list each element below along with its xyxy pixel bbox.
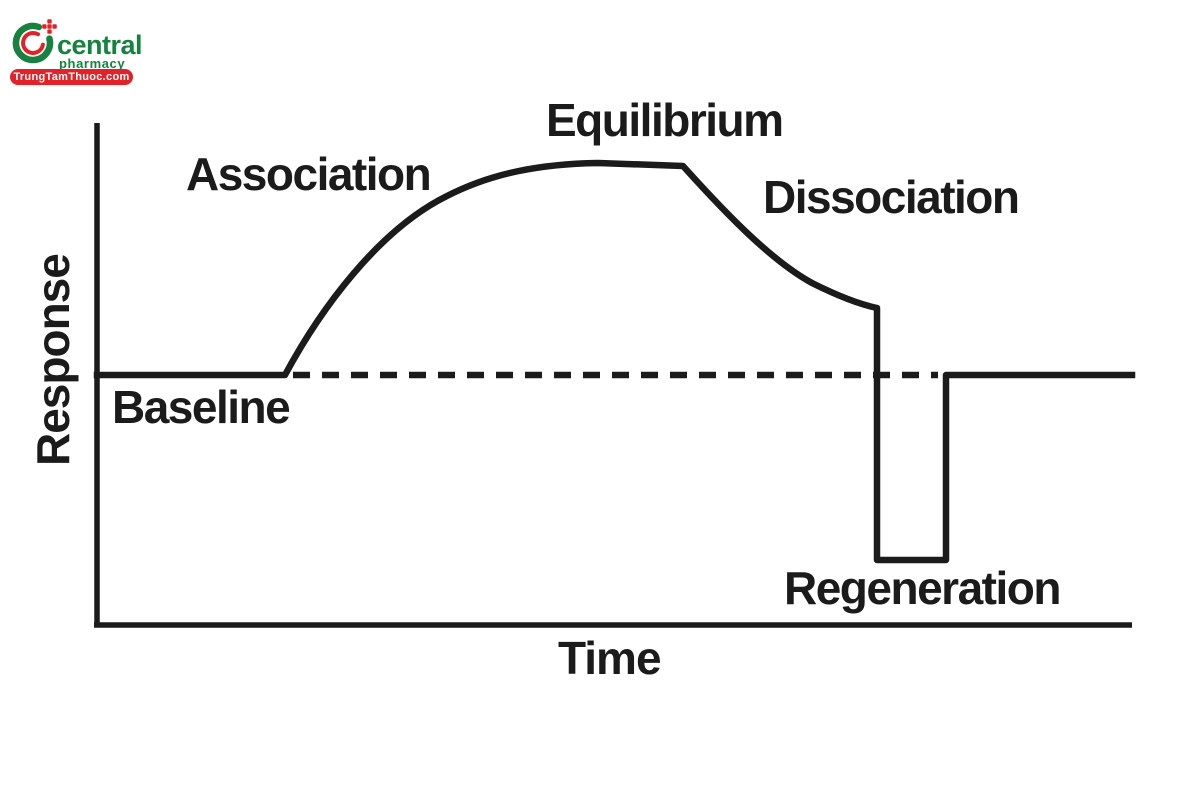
central-pharmacy-c-icon (12, 19, 57, 64)
logo-domain-badge: TrungTamThuoc.com (10, 69, 133, 85)
central-pharmacy-logo: central pharmacy TrungTamThuoc.com (5, 5, 145, 85)
dissociation-label: Dissociation (763, 171, 1020, 223)
logo-sub-text: pharmacy (59, 56, 126, 71)
response-curve (93, 159, 1136, 564)
x-axis-title: Time (558, 632, 662, 684)
plus-icon (42, 19, 57, 34)
logo-brand-text: central (57, 30, 143, 60)
equilibrium-label: Equilibrium (546, 94, 784, 146)
association-label: Association (186, 148, 432, 200)
baseline-label: Baseline (112, 381, 291, 433)
regeneration-label: Regeneration (784, 562, 1061, 614)
y-axis-title: Response (27, 254, 79, 466)
